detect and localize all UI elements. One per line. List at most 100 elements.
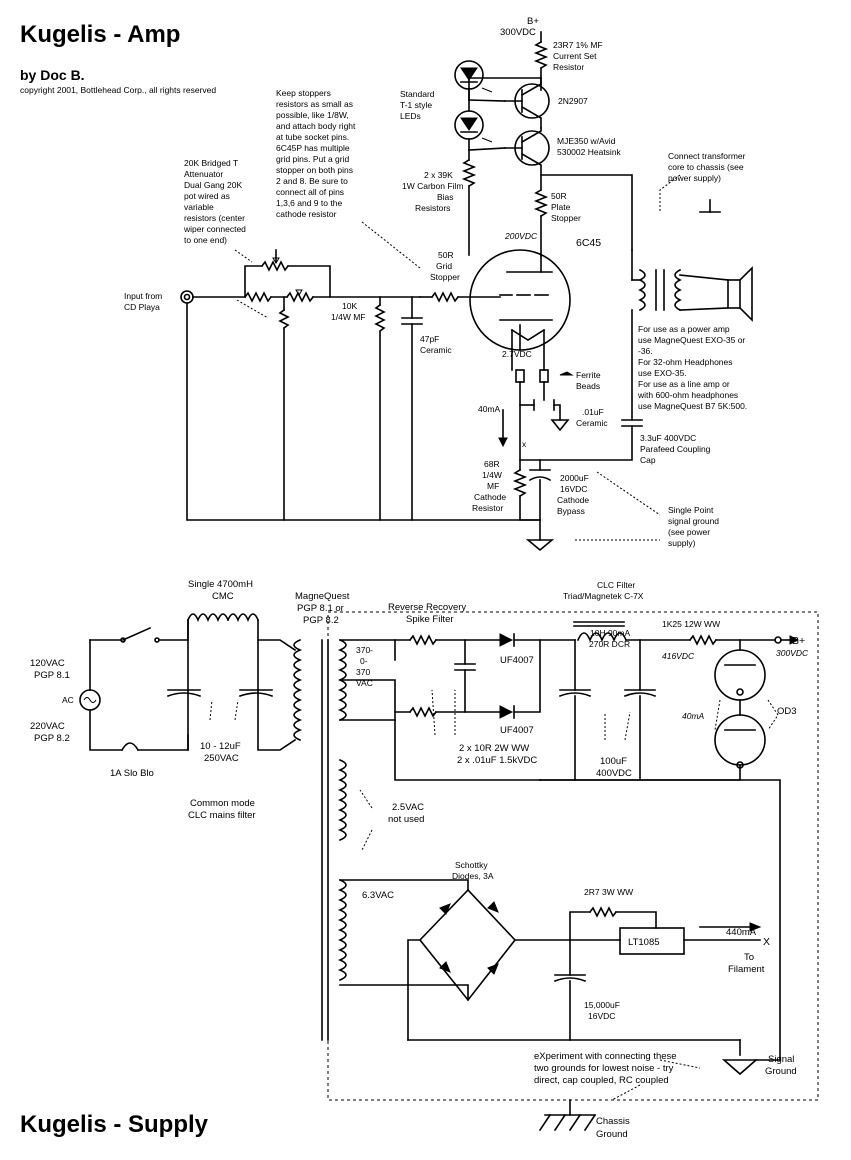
signal-ground-2: Ground xyxy=(765,1066,797,1077)
regulator-label: LT1085 xyxy=(628,937,660,948)
q1-label: 2N2907 xyxy=(558,96,588,106)
uf4007-top: UF4007 xyxy=(500,655,534,666)
r2r7-label: 2R7 3W WW xyxy=(584,887,633,897)
v63-label: 6.3VAC xyxy=(362,890,394,901)
single-point-label: Single Point signal ground (see power su… xyxy=(668,505,721,548)
clc-1: CLC Filter xyxy=(597,580,635,590)
chassis-ground-1: Chassis xyxy=(596,1116,630,1127)
filament-1: To xyxy=(744,952,754,963)
filament-2: Filament xyxy=(728,964,765,975)
ac-source-label: AC xyxy=(62,695,74,705)
ferrite-1: Ferrite xyxy=(576,370,601,380)
current-set-2: Current Set xyxy=(553,51,597,61)
plate-stopper-3: Stopper xyxy=(551,213,581,223)
caps-10-12-2: 250VAC xyxy=(204,753,239,764)
caps100-1: 100uF xyxy=(600,756,627,767)
q2-label-1: MJE350 w/Avid xyxy=(557,136,616,146)
amp-current: 40mA xyxy=(478,404,501,414)
connect-core-2: core to chassis (see xyxy=(668,162,744,172)
cap01-2: Ceramic xyxy=(576,418,608,428)
supply-bplus-voltage: 300VDC xyxy=(776,648,809,658)
r1k25-label: 1K25 12W WW xyxy=(662,619,720,629)
choke-2: 270R DCR xyxy=(589,639,630,649)
schottky-1: Schottky xyxy=(455,860,488,870)
connect-core-1: Connect transformer xyxy=(668,151,746,161)
filament-current: 440mA xyxy=(726,927,757,938)
v416-label: 416VDC xyxy=(662,651,695,661)
bias-1: 2 x 39K xyxy=(424,170,453,180)
svg-text:B+300VDC: B+300VDC xyxy=(500,16,539,38)
plate-voltage: 200VDC xyxy=(504,231,538,241)
snubber-2: 2 x .01uF 1.5kVDC xyxy=(457,755,537,766)
input-1: Input from xyxy=(124,291,162,301)
cathode-voltage: 2.7VDC xyxy=(502,349,532,359)
bplus-label: B+ xyxy=(527,16,539,27)
cap47-2: Ceramic xyxy=(420,345,452,355)
chassis-ground-2: Ground xyxy=(596,1129,628,1140)
rr-filter-1: Reverse Recovery xyxy=(388,602,466,613)
current-set-1: 23R7 1% MF xyxy=(553,40,603,50)
clc-2: Triad/Magnetek C-7X xyxy=(563,591,644,601)
power-notes: For use as a power amp use MagneQuest EX… xyxy=(637,324,748,411)
attenuator-note: 20K Bridged T Attenuator Dual Gang 20K p… xyxy=(183,158,248,245)
mains120-2: PGP 8.1 xyxy=(34,670,70,681)
bias-3: Bias xyxy=(437,192,454,202)
choke-1: 10H 90mA xyxy=(590,628,630,638)
connect-core-3: power supply) xyxy=(668,173,721,183)
rr-filter-2: Spike Filter xyxy=(406,614,454,625)
plate-stopper-2: Plate xyxy=(551,202,571,212)
magnequest-2: PGP 8.1 or xyxy=(297,603,344,614)
led-label-3: LEDs xyxy=(400,111,421,121)
signal-ground-1: Signal xyxy=(768,1054,794,1065)
hv-secondary-label: 370- 0- 370 VAC xyxy=(356,645,375,688)
magnequest-3: PGP 8.2 xyxy=(303,615,339,626)
schottky-2: Diodes, 3A xyxy=(452,871,494,881)
tube-label: 6C45 xyxy=(576,237,601,249)
led-label-2: T-1 style xyxy=(400,100,432,110)
ferrite-2: Beads xyxy=(576,381,600,391)
common-mode-2: CLC mains filter xyxy=(188,810,256,821)
v25-2: not used xyxy=(388,814,424,825)
common-mode-1: Common mode xyxy=(190,798,255,809)
supply-bplus: B+ xyxy=(792,635,805,647)
grid-stopper-2: Grid xyxy=(436,261,452,271)
bias-2: 1W Carbon Film xyxy=(402,181,463,191)
plate-stopper-1: 50R xyxy=(551,191,567,201)
svg-text:2 x 10R 2W WW2 x .01uF 1.5kVDC: 2 x 10R 2W WW2 x .01uF 1.5kVDC xyxy=(457,743,537,766)
grid-stopper-3: Stopper xyxy=(430,272,460,282)
input-2: CD Playa xyxy=(124,302,160,312)
mains220-2: PGP 8.2 xyxy=(34,733,70,744)
od3-label: OD3 xyxy=(777,706,797,717)
amp-schematic xyxy=(180,31,753,552)
amp-title: Kugelis - Amp xyxy=(20,21,180,48)
cathode-resistor-label: 68R 1/4W MF Cathode Resistor xyxy=(472,459,509,513)
r10k-2: 1/4W MF xyxy=(331,312,365,322)
copyright-line: copyright 2001, Bottlehead Corp., all ri… xyxy=(20,85,216,95)
experiment-note: eXperiment with connecting these two gro… xyxy=(534,1051,679,1086)
led-label-1: Standard xyxy=(400,89,435,99)
coupling-label: 3.3uF 400VDC Parafeed Coupling Cap xyxy=(640,433,713,465)
